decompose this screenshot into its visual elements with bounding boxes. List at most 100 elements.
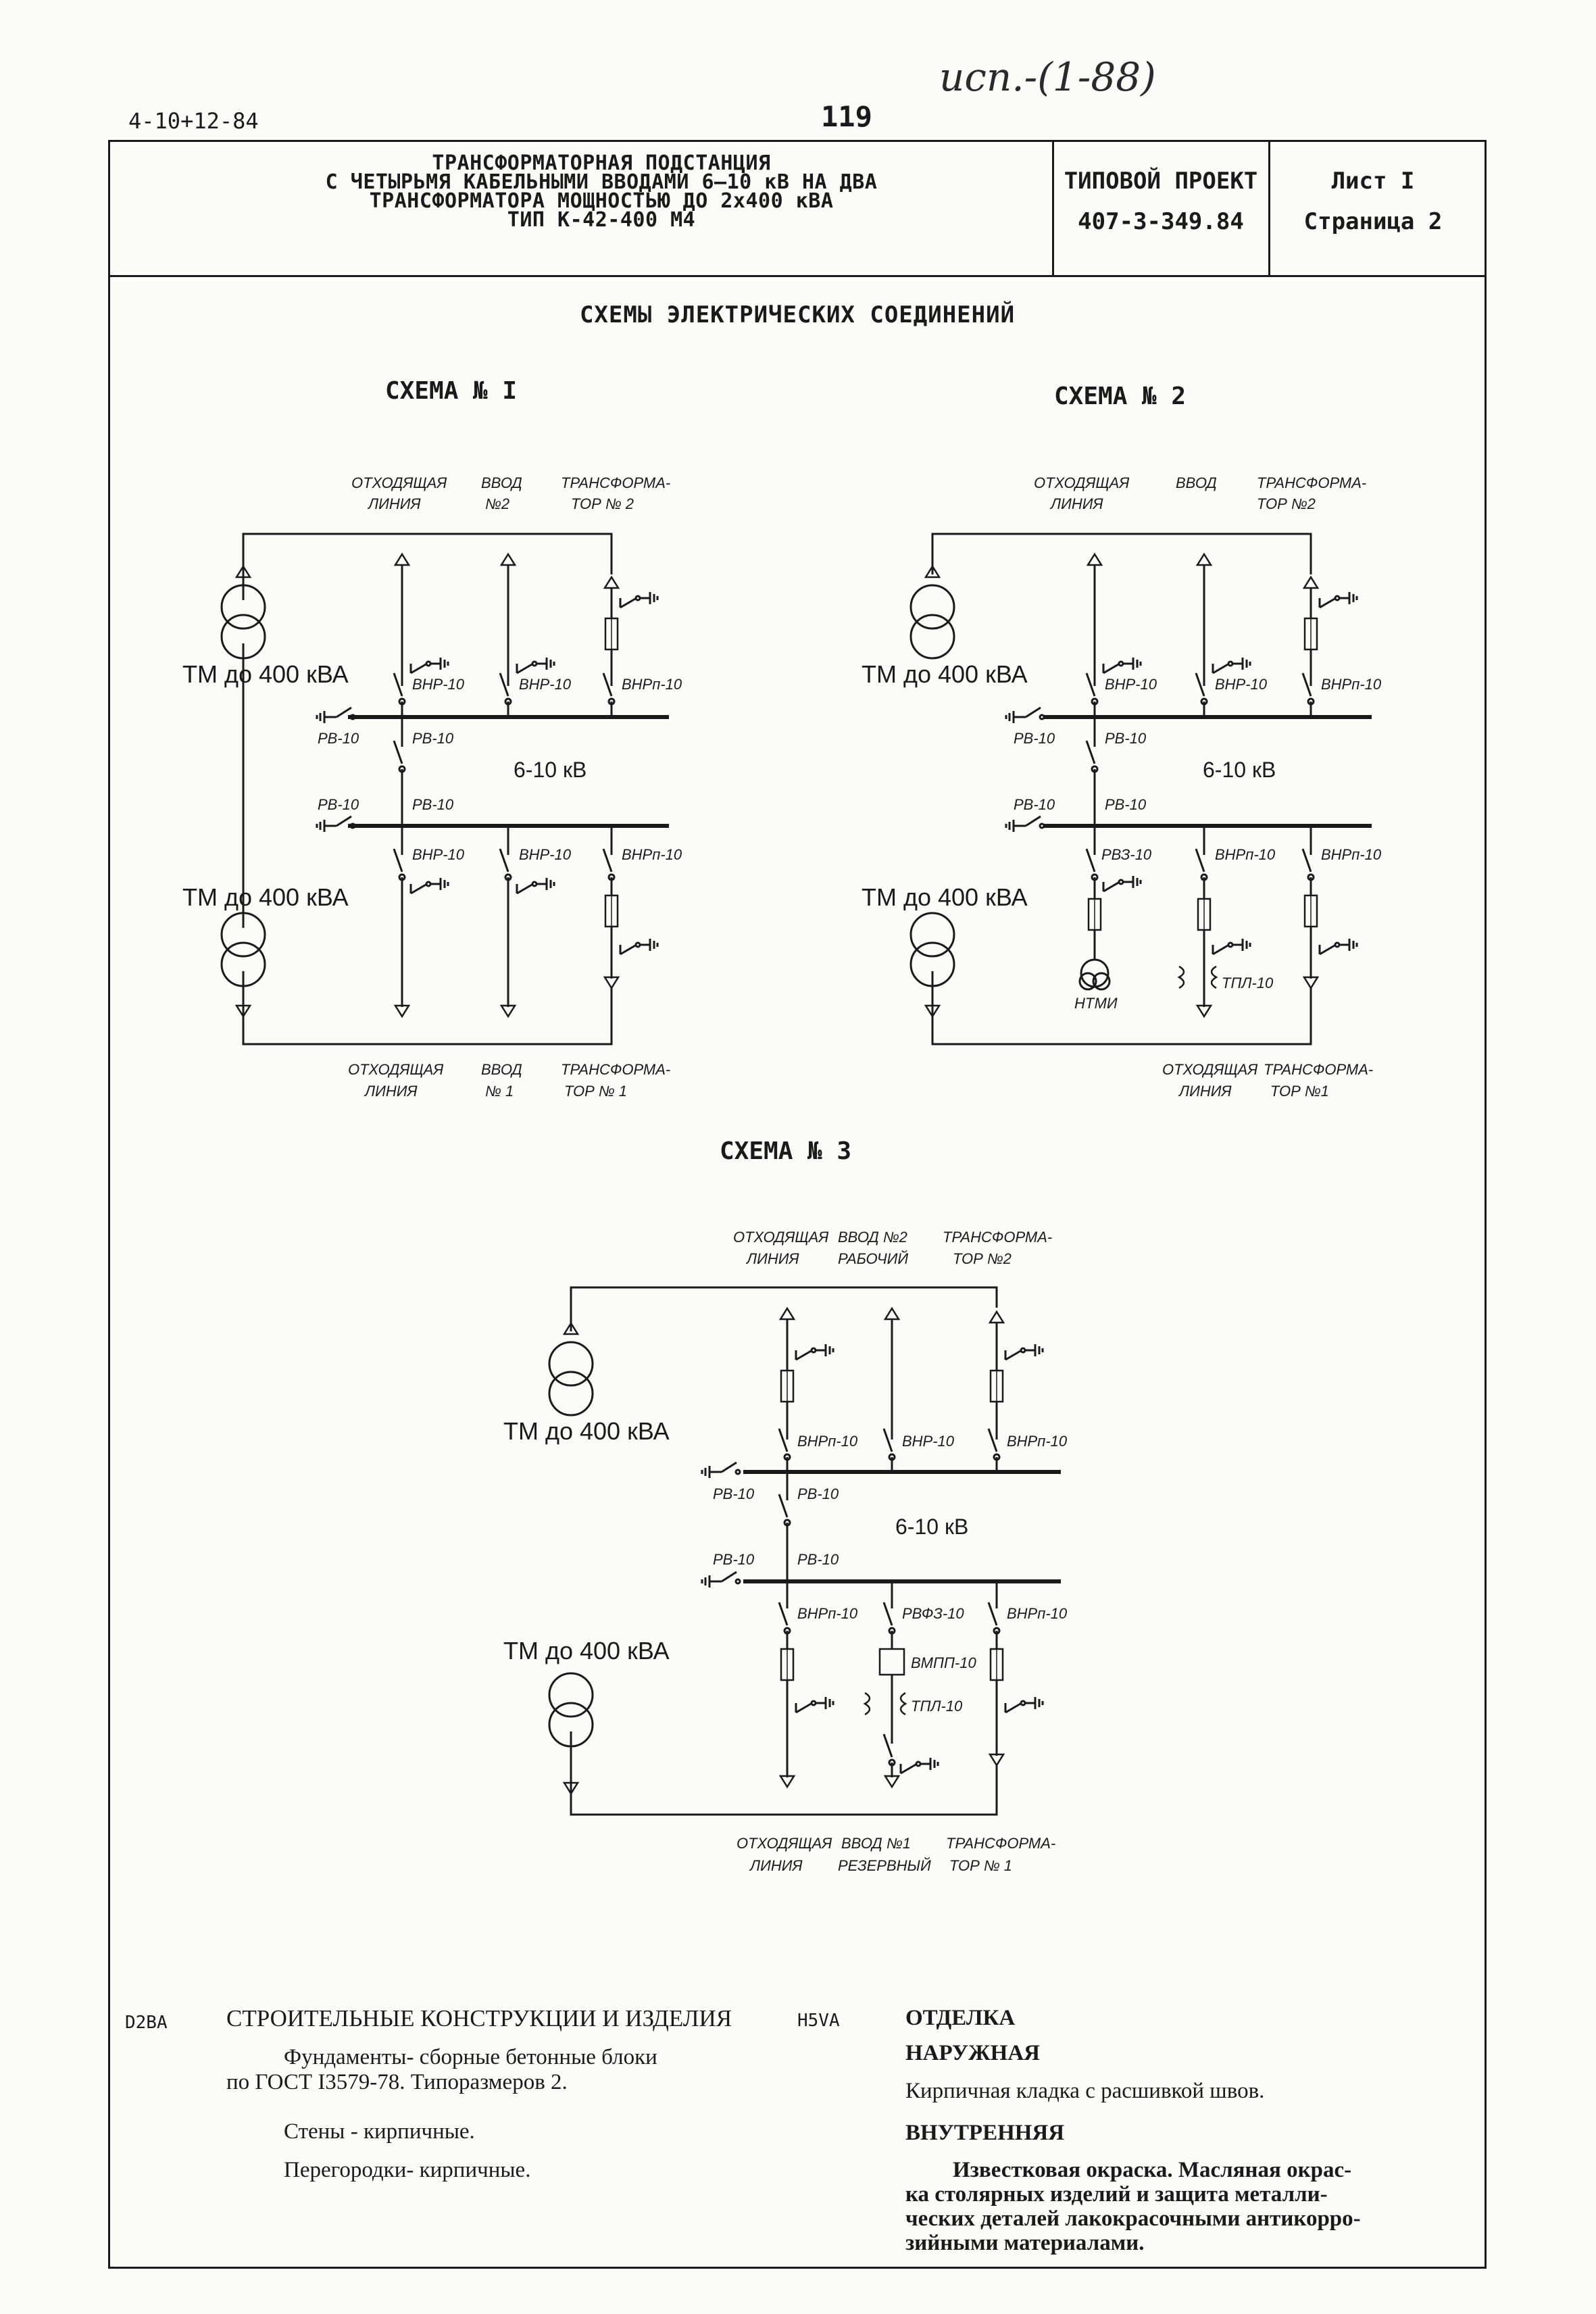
right-note-code: H5VA (797, 2011, 840, 2031)
s1-eq-1: ВНР-10 (412, 676, 465, 693)
s3-tm-top: ТМ до 400 кВА (503, 1417, 670, 1445)
title-line-3: ТРАНСФОРМАТОРА МОЩНОСТЬЮ ДО 2х400 кВА (369, 189, 834, 213)
s3-eq-6: РВ-10 (713, 1551, 755, 1568)
header-divider (108, 275, 1487, 277)
s3-eq-3: ВНРп-10 (1007, 1433, 1068, 1450)
s1-eq-6: РВ-10 (318, 796, 359, 813)
s2-eq-ntmi: НТМИ (1074, 995, 1118, 1012)
s2-top-input-a: ВВОД (1176, 474, 1217, 491)
s1-eq-3: ВНРп-10 (622, 676, 682, 693)
s2-eq-4: РВ-10 (1014, 730, 1055, 747)
s2-bot-tr-b: ТОР №1 (1270, 1083, 1329, 1100)
s2-eq-3: ВНРп-10 (1321, 676, 1382, 693)
s3-bot-line-b: ЛИНИЯ (749, 1857, 803, 1874)
s3-top-line-a: ОТХОДЯЩАЯ (733, 1229, 829, 1246)
s3-eq-5: РВ-10 (797, 1485, 839, 1502)
s2-voltage: 6-10 кВ (1203, 758, 1276, 782)
s1-bot-line-a: ОТХОДЯЩАЯ (348, 1061, 444, 1078)
right-note-line-5: зийными материалами. (905, 2231, 1145, 2255)
left-note-line-3: Стены - кирпичные. (284, 2119, 475, 2144)
scheme-3-diagram (548, 1286, 1061, 1816)
s2-bot-tr-a: ТРАНСФОРМА- (1264, 1061, 1373, 1078)
scheme-2-title: СХЕМА № 2 (1054, 383, 1187, 410)
header-divider-2 (1268, 140, 1270, 277)
s2-eq-7: РВ-10 (1105, 796, 1147, 813)
s3-top-line-b: ЛИНИЯ (745, 1250, 799, 1267)
handwritten-note: исп.-(1-88) (939, 54, 1156, 100)
s1-eq-7: РВ-10 (412, 796, 454, 813)
section-title: СХЕМЫ ЭЛЕКТРИЧЕСКИХ СОЕДИНЕНИЙ (579, 301, 1016, 328)
title-line-4: ТИП К-42-400 М4 (507, 208, 696, 232)
s2-eq-5: РВ-10 (1105, 730, 1147, 747)
scheme-1-title: СХЕМА № I (385, 377, 518, 405)
left-note-line-1: Фундаменты- сборные бетонные блоки (284, 2045, 657, 2069)
s3-top-input-a: ВВОД №2 (838, 1229, 907, 1246)
title-block: ТРАНСФОРМАТОРНАЯ ПОДСТАНЦИЯ С ЧЕТЫРЬМЯ К… (203, 151, 1000, 232)
s3-eq-4: РВ-10 (713, 1485, 755, 1502)
right-note-line-3: ка столярных изделий и защита металли- (905, 2182, 1328, 2207)
project-number: 407-3-349.84 (1078, 208, 1244, 235)
s1-bot-tr-a: ТРАНСФОРМА- (561, 1061, 670, 1078)
right-note-line-2: Известковая окраска. Масляная окрас- (953, 2158, 1352, 2182)
s3-eq-vmpp: ВМПП-10 (911, 1654, 976, 1671)
title-line-1: ТРАНСФОРМАТОРНАЯ ПОДСТАНЦИЯ (432, 151, 771, 175)
s2-top-line-b: ЛИНИЯ (1049, 495, 1103, 512)
sheet-number: Лист I (1331, 168, 1415, 195)
s2-top-tr-b: ТОР №2 (1257, 495, 1316, 512)
s1-eq-5: РВ-10 (412, 730, 454, 747)
s1-top-tr-b: ТОР № 2 (571, 495, 634, 512)
scheme-2-diagram (909, 533, 1372, 1045)
s1-eq-8: ВНР-10 (412, 846, 465, 863)
s1-top-input-b: №2 (485, 495, 509, 512)
project-label: ТИПОВОЙ ПРОЕКТ (1064, 168, 1258, 195)
s3-eq-2: ВНР-10 (902, 1433, 955, 1450)
left-note-line-4: Перегородки- кирпичные. (284, 2158, 531, 2182)
s3-tm-bottom: ТМ до 400 кВА (503, 1637, 670, 1665)
s2-eq-9: ВНРп-10 (1215, 846, 1276, 863)
right-note-title: ОТДЕЛКА (905, 2006, 1016, 2030)
s2-eq-1: ВНР-10 (1105, 676, 1157, 693)
right-note-sub-1: НАРУЖНАЯ (905, 2041, 1041, 2065)
s1-eq-4: РВ-10 (318, 730, 359, 747)
s3-top-tr-a: ТРАНСФОРМА- (943, 1229, 1052, 1246)
page-label: Страница 2 (1303, 208, 1443, 235)
right-note-sub-2: ВНУТРЕННЯЯ (905, 2121, 1065, 2145)
s1-top-input-a: ВВОД (481, 474, 522, 491)
s3-eq-10: ВНРп-10 (1007, 1605, 1068, 1622)
s2-eq-2: ВНР-10 (1215, 676, 1268, 693)
s3-bot-input-b: РЕЗЕРВНЫЙ (838, 1856, 931, 1874)
s1-bot-line-b: ЛИНИЯ (364, 1083, 418, 1100)
s2-top-line-a: ОТХОДЯЩАЯ (1034, 474, 1130, 491)
s3-eq-8: ВНРп-10 (797, 1605, 858, 1622)
page-number: 119 (821, 100, 872, 133)
left-note-title: СТРОИТЕЛЬНЫЕ КОНСТРУКЦИИ И ИЗДЕЛИЯ (226, 2005, 732, 2032)
scheme-3-title: СХЕМА № 3 (720, 1137, 852, 1165)
title-line-2: С ЧЕТЫРЬМЯ КАБЕЛЬНЫМИ ВВОДАМИ 6–10 кВ НА… (325, 170, 878, 194)
s3-eq-7: РВ-10 (797, 1551, 839, 1568)
s3-bot-input-a: ВВОД №1 (841, 1835, 911, 1852)
s3-bot-tr-a: ТРАНСФОРМА- (946, 1835, 1055, 1852)
s1-top-tr-a: ТРАНСФОРМА- (561, 474, 670, 491)
s1-top-line-a: ОТХОДЯЩАЯ (351, 474, 447, 491)
s1-bot-input-b: № 1 (485, 1083, 514, 1100)
s3-voltage: 6-10 кВ (895, 1515, 968, 1539)
left-note-code: D2BA (125, 2013, 168, 2033)
s3-eq-tpl: ТПЛ-10 (911, 1698, 963, 1715)
s2-top-tr-a: ТРАНСФОРМА- (1257, 474, 1366, 491)
s2-bot-line-a: ОТХОДЯЩАЯ (1162, 1061, 1258, 1078)
s3-bot-tr-b: ТОР № 1 (949, 1857, 1012, 1874)
s3-bot-line-a: ОТХОДЯЩАЯ (737, 1835, 832, 1852)
s2-eq-8: РВЗ-10 (1101, 846, 1152, 863)
s1-bot-tr-b: ТОР № 1 (564, 1083, 627, 1100)
s2-eq-tpl: ТПЛ-10 (1222, 975, 1274, 991)
s1-top-line-b: ЛИНИЯ (367, 495, 421, 512)
document-code: 4-10+12-84 (128, 108, 259, 134)
s2-bot-line-b: ЛИНИЯ (1178, 1083, 1232, 1100)
drawing-frame (108, 140, 1487, 2269)
s1-tm-top: ТМ до 400 кВА (182, 660, 349, 688)
right-note-line-4: ческих деталей лакокрасочными антикорро- (905, 2207, 1361, 2231)
s3-top-input-b: РАБОЧИЙ (838, 1250, 908, 1267)
s1-voltage: 6-10 кВ (514, 758, 587, 782)
s1-tm-bottom: ТМ до 400 кВА (182, 883, 349, 911)
s1-eq-9: ВНР-10 (519, 846, 572, 863)
